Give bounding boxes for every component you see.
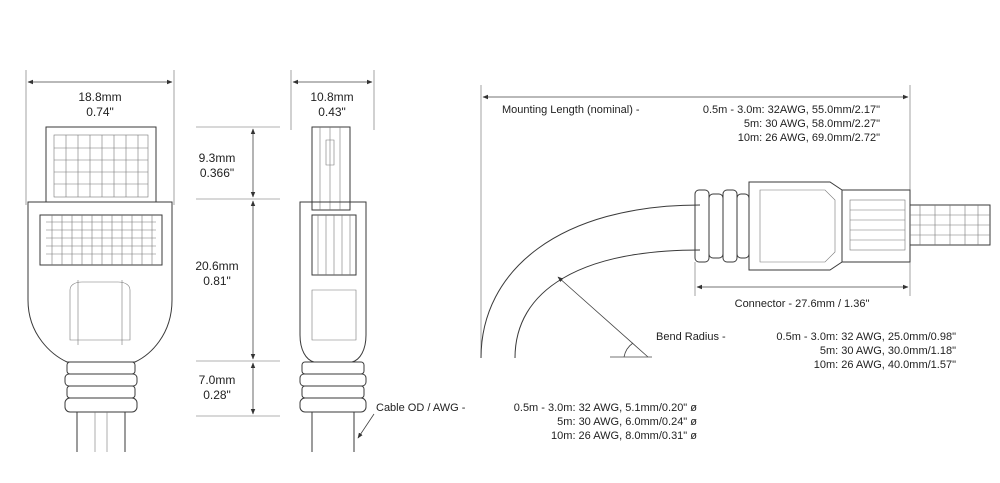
front-width-in: 0.74" — [86, 105, 114, 119]
side-plug — [311, 126, 351, 211]
bend-radius-row-3: 10m: 26 AWG, 40.0mm/1.57" — [814, 359, 956, 371]
side-view: 10.8mm 0.43" — [195, 70, 375, 452]
front-strain-relief — [64, 361, 138, 452]
mounting-row-1: 0.5m - 3.0m: 32AWG, 55.0mm/2.17" — [703, 104, 880, 116]
mounting-row-2: 5m: 30 AWG, 58.0mm/2.27" — [744, 118, 880, 130]
front-plug — [45, 126, 157, 203]
cable-od-row-2: 5m: 30 AWG, 6.0mm/0.24" ø — [557, 416, 697, 428]
mounting-row-3: 10m: 26 AWG, 69.0mm/2.72" — [738, 132, 880, 144]
boot-length-in: 0.81" — [203, 274, 231, 288]
front-boot — [27, 201, 173, 363]
side-strain-relief — [299, 361, 367, 452]
cable-od-label: Cable OD / AWG - — [376, 402, 466, 414]
front-view: 18.8mm 0.74" — [25, 70, 175, 452]
cable-od-callout: Cable OD / AWG - 0.5m - 3.0m: 32 AWG, 5.… — [357, 402, 698, 442]
bend-radius-label: Bend Radius - — [656, 331, 726, 343]
bent-strain-relief — [694, 189, 750, 263]
boot-length-mm: 20.6mm — [195, 259, 238, 273]
side-width-mm: 10.8mm — [310, 90, 353, 104]
plug-length-in: 0.366" — [200, 166, 234, 180]
front-width-mm: 18.8mm — [78, 90, 121, 104]
cable-od-row-1: 0.5m - 3.0m: 32 AWG, 5.1mm/0.20" ø — [514, 402, 698, 414]
side-width-in: 0.43" — [318, 105, 346, 119]
strain-length-mm: 7.0mm — [199, 373, 236, 387]
mounting-label: Mounting Length (nominal) - — [502, 104, 640, 116]
plug-length-mm: 9.3mm — [199, 151, 236, 165]
bend-radius-row-1: 0.5m - 3.0m: 32 AWG, 25.0mm/0.98" — [776, 331, 956, 343]
bent-connector — [748, 181, 991, 271]
connector-length-label: Connector - 27.6mm / 1.36" — [735, 298, 870, 310]
bent-cable-view: Mounting Length (nominal) - 0.5m - 3.0m:… — [480, 85, 991, 371]
bend-radius-row-2: 5m: 30 AWG, 30.0mm/1.18" — [820, 345, 956, 357]
side-boot — [299, 201, 367, 363]
cable-od-row-3: 10m: 26 AWG, 8.0mm/0.31" ø — [551, 430, 697, 442]
strain-length-in: 0.28" — [203, 388, 231, 402]
